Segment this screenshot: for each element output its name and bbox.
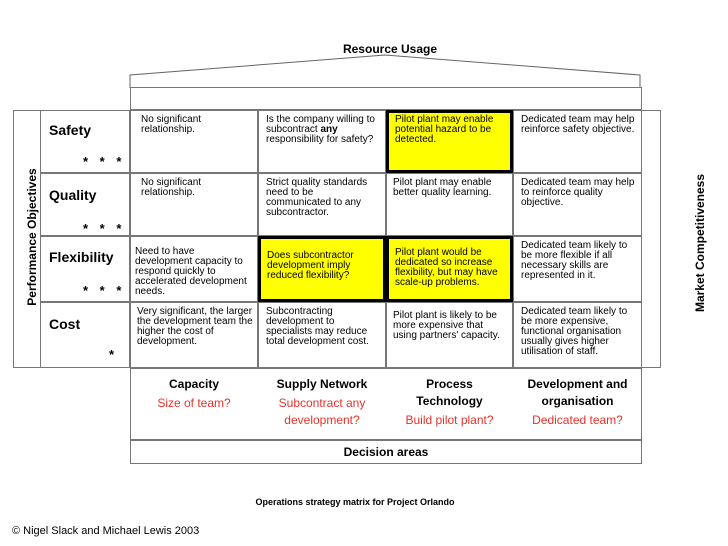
objective-label: Safety (49, 122, 92, 138)
cell-cost-supply-network: Subcontracting development to specialist… (258, 302, 386, 368)
cell-safety-process-technology: Pilot plant may enable potential hazard … (386, 110, 513, 173)
objective-label: Quality (49, 187, 97, 203)
cell-flexibility-process-technology: Pilot plant would be dedicated so increa… (386, 236, 513, 302)
column-header-process-technology: Process Technology Build pilot plant? (386, 376, 513, 429)
cell-flexibility-supply-network: Does subcontractor development imply red… (258, 236, 386, 302)
cell-flexibility-development-organisation: Dedicated team likely to be more flexibl… (513, 236, 642, 302)
objective-row-safety: Safety * * * (40, 110, 130, 173)
cell-cost-capacity: Very significant, the larger the develop… (130, 302, 258, 368)
emphasis-text: any (320, 124, 338, 135)
cell-safety-supply-network: Is the company willing to subcontract an… (258, 110, 386, 173)
cell-cost-process-technology: Pilot plant is likely to be more expensi… (386, 302, 513, 368)
priority-stars: * * * (83, 154, 126, 169)
cell-cost-development-organisation: Dedicated team likely to be more expensi… (513, 302, 642, 368)
cell-safety-capacity: No significant relationship. (130, 110, 258, 173)
objective-label: Flexibility (49, 249, 114, 265)
objective-label: Cost (49, 316, 81, 332)
resource-usage-label: Resource Usage (342, 42, 438, 56)
priority-stars: * * * (83, 221, 126, 236)
copyright-notice: © Nigel Slack and Michael Lewis 2003 (12, 525, 200, 537)
cell-safety-development-organisation: Dedicated team may help reinforce safety… (513, 110, 642, 173)
column-title: Development and organisation (527, 377, 628, 408)
figure-caption: Operations strategy matrix for Project O… (255, 497, 455, 507)
cell-text: Is the company willing to subcontract an… (266, 114, 375, 145)
column-question: Build pilot plant? (405, 413, 494, 427)
priority-stars: * * * (83, 283, 126, 298)
objective-row-flexibility: Flexibility * * * (40, 236, 130, 302)
column-question: Size of team? (157, 396, 231, 410)
column-question: Subcontract any development? (278, 396, 366, 427)
performance-objectives-label: Performance Objectives (25, 168, 39, 306)
decision-areas-label: Decision areas (130, 440, 642, 464)
cell-quality-capacity: No significant relationship. (130, 173, 258, 236)
cell-flexibility-capacity: Need to have development capacity to res… (130, 236, 258, 302)
column-header-capacity: Capacity Size of team? (130, 376, 258, 412)
objective-row-cost: Cost * (40, 302, 130, 368)
cell-quality-supply-network: Strict quality standards need to be comm… (258, 173, 386, 236)
priority-stars: * (109, 347, 119, 362)
column-title: Capacity (168, 377, 220, 391)
column-question: Dedicated team? (532, 413, 623, 427)
column-title: Process Technology (416, 377, 483, 408)
cell-quality-process-technology: Pilot plant may enable better quality le… (386, 173, 513, 236)
top-header-band (130, 87, 642, 110)
column-header-band (130, 368, 642, 440)
objective-row-quality: Quality * * * (40, 173, 130, 236)
column-header-development-organisation: Development and organisation Dedicated t… (513, 376, 642, 429)
market-competitiveness-label: Market Competitiveness (693, 173, 707, 313)
column-title: Supply Network (276, 377, 368, 391)
cell-quality-development-organisation: Dedicated team may help to reinforce qua… (513, 173, 642, 236)
column-header-supply-network: Supply Network Subcontract any developme… (258, 376, 386, 429)
